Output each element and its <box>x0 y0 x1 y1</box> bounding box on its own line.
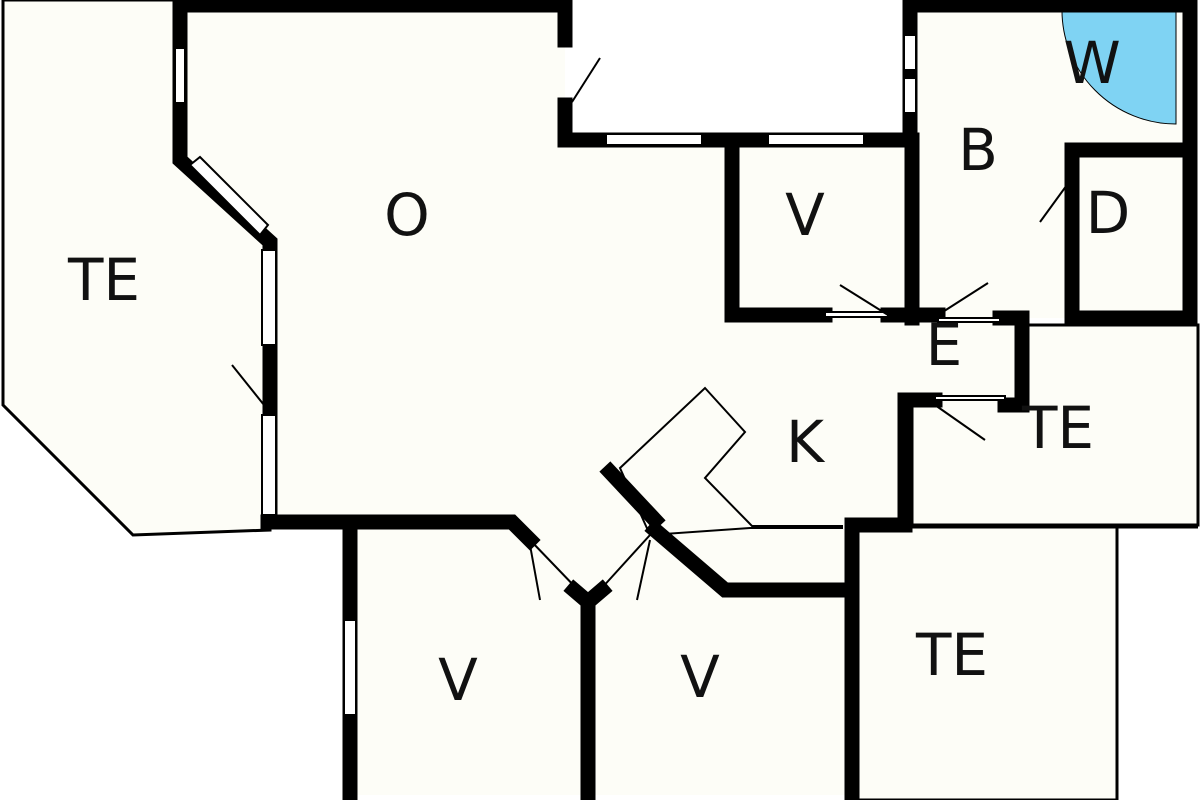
room-label-d: D <box>1086 179 1131 247</box>
door-leaf <box>599 534 651 591</box>
door-leaf <box>636 539 651 601</box>
door-leaf <box>937 282 989 316</box>
window <box>261 249 277 346</box>
window <box>188 155 270 237</box>
door-leaf <box>1039 177 1073 223</box>
room-label-e: E <box>926 311 963 379</box>
door-leaf <box>839 284 889 316</box>
room-label-te-east: TE <box>1021 394 1094 462</box>
window <box>174 47 186 104</box>
door-leaf <box>529 544 541 601</box>
window <box>261 414 277 516</box>
room-label-v-southcenter: V <box>680 643 720 711</box>
window <box>343 619 357 716</box>
door-leaf <box>529 539 581 593</box>
room-label-te-west: TE <box>67 246 140 314</box>
room-label-te-south: TE <box>915 621 988 689</box>
room-label-v-north: V <box>785 181 825 249</box>
room-label-v-southwest: V <box>438 646 478 714</box>
window <box>934 395 1006 401</box>
window <box>937 317 1001 323</box>
window <box>903 77 917 114</box>
window <box>824 311 889 318</box>
room-label-k: K <box>786 408 826 476</box>
kitchen-counter <box>618 386 843 537</box>
room-label-b: B <box>958 116 998 184</box>
door-leaf <box>571 57 601 103</box>
room-label-w: W <box>1063 29 1120 97</box>
room-labels: TE O V B W D E K TE V V TE <box>67 29 1130 714</box>
windows <box>174 34 1006 716</box>
interior-floor <box>180 0 1190 795</box>
window <box>903 34 917 71</box>
shower-area <box>1061 7 1177 125</box>
doors <box>231 57 1073 601</box>
boundary-lines <box>912 525 1198 800</box>
window <box>605 133 703 146</box>
door-leaf <box>934 404 986 441</box>
window <box>767 133 865 146</box>
door-leaf <box>231 364 269 411</box>
room-label-o: O <box>384 181 430 249</box>
